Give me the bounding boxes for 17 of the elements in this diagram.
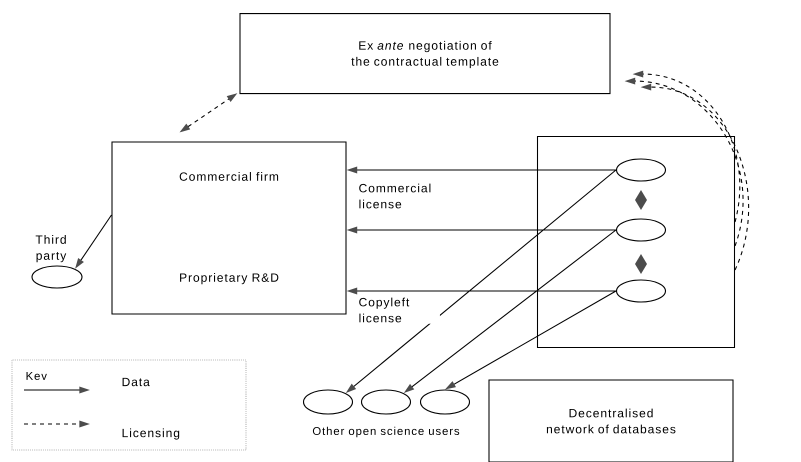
ellipse <box>420 389 470 415</box>
text-box: Decentralised network of databases <box>488 379 734 462</box>
ellipse <box>302 389 354 415</box>
ellipse <box>616 158 666 182</box>
legend-text: Data <box>122 378 150 386</box>
group-caption: Other open science users <box>312 426 460 438</box>
edge-label: Commercial license <box>357 182 440 210</box>
edge-label: Copyleft license <box>357 296 440 324</box>
box-outline <box>536 136 736 348</box>
legend-title: Kev <box>26 372 47 380</box>
node-caption: Third party <box>36 235 66 262</box>
text-box: Ex ante negotiation of the contractual template <box>239 13 611 94</box>
ellipse <box>616 218 666 242</box>
text-box: Commercial firm Proprietary R&D <box>111 141 347 315</box>
legend-text: Licensing <box>122 428 180 440</box>
ellipse <box>616 279 666 303</box>
ellipse <box>360 389 412 415</box>
